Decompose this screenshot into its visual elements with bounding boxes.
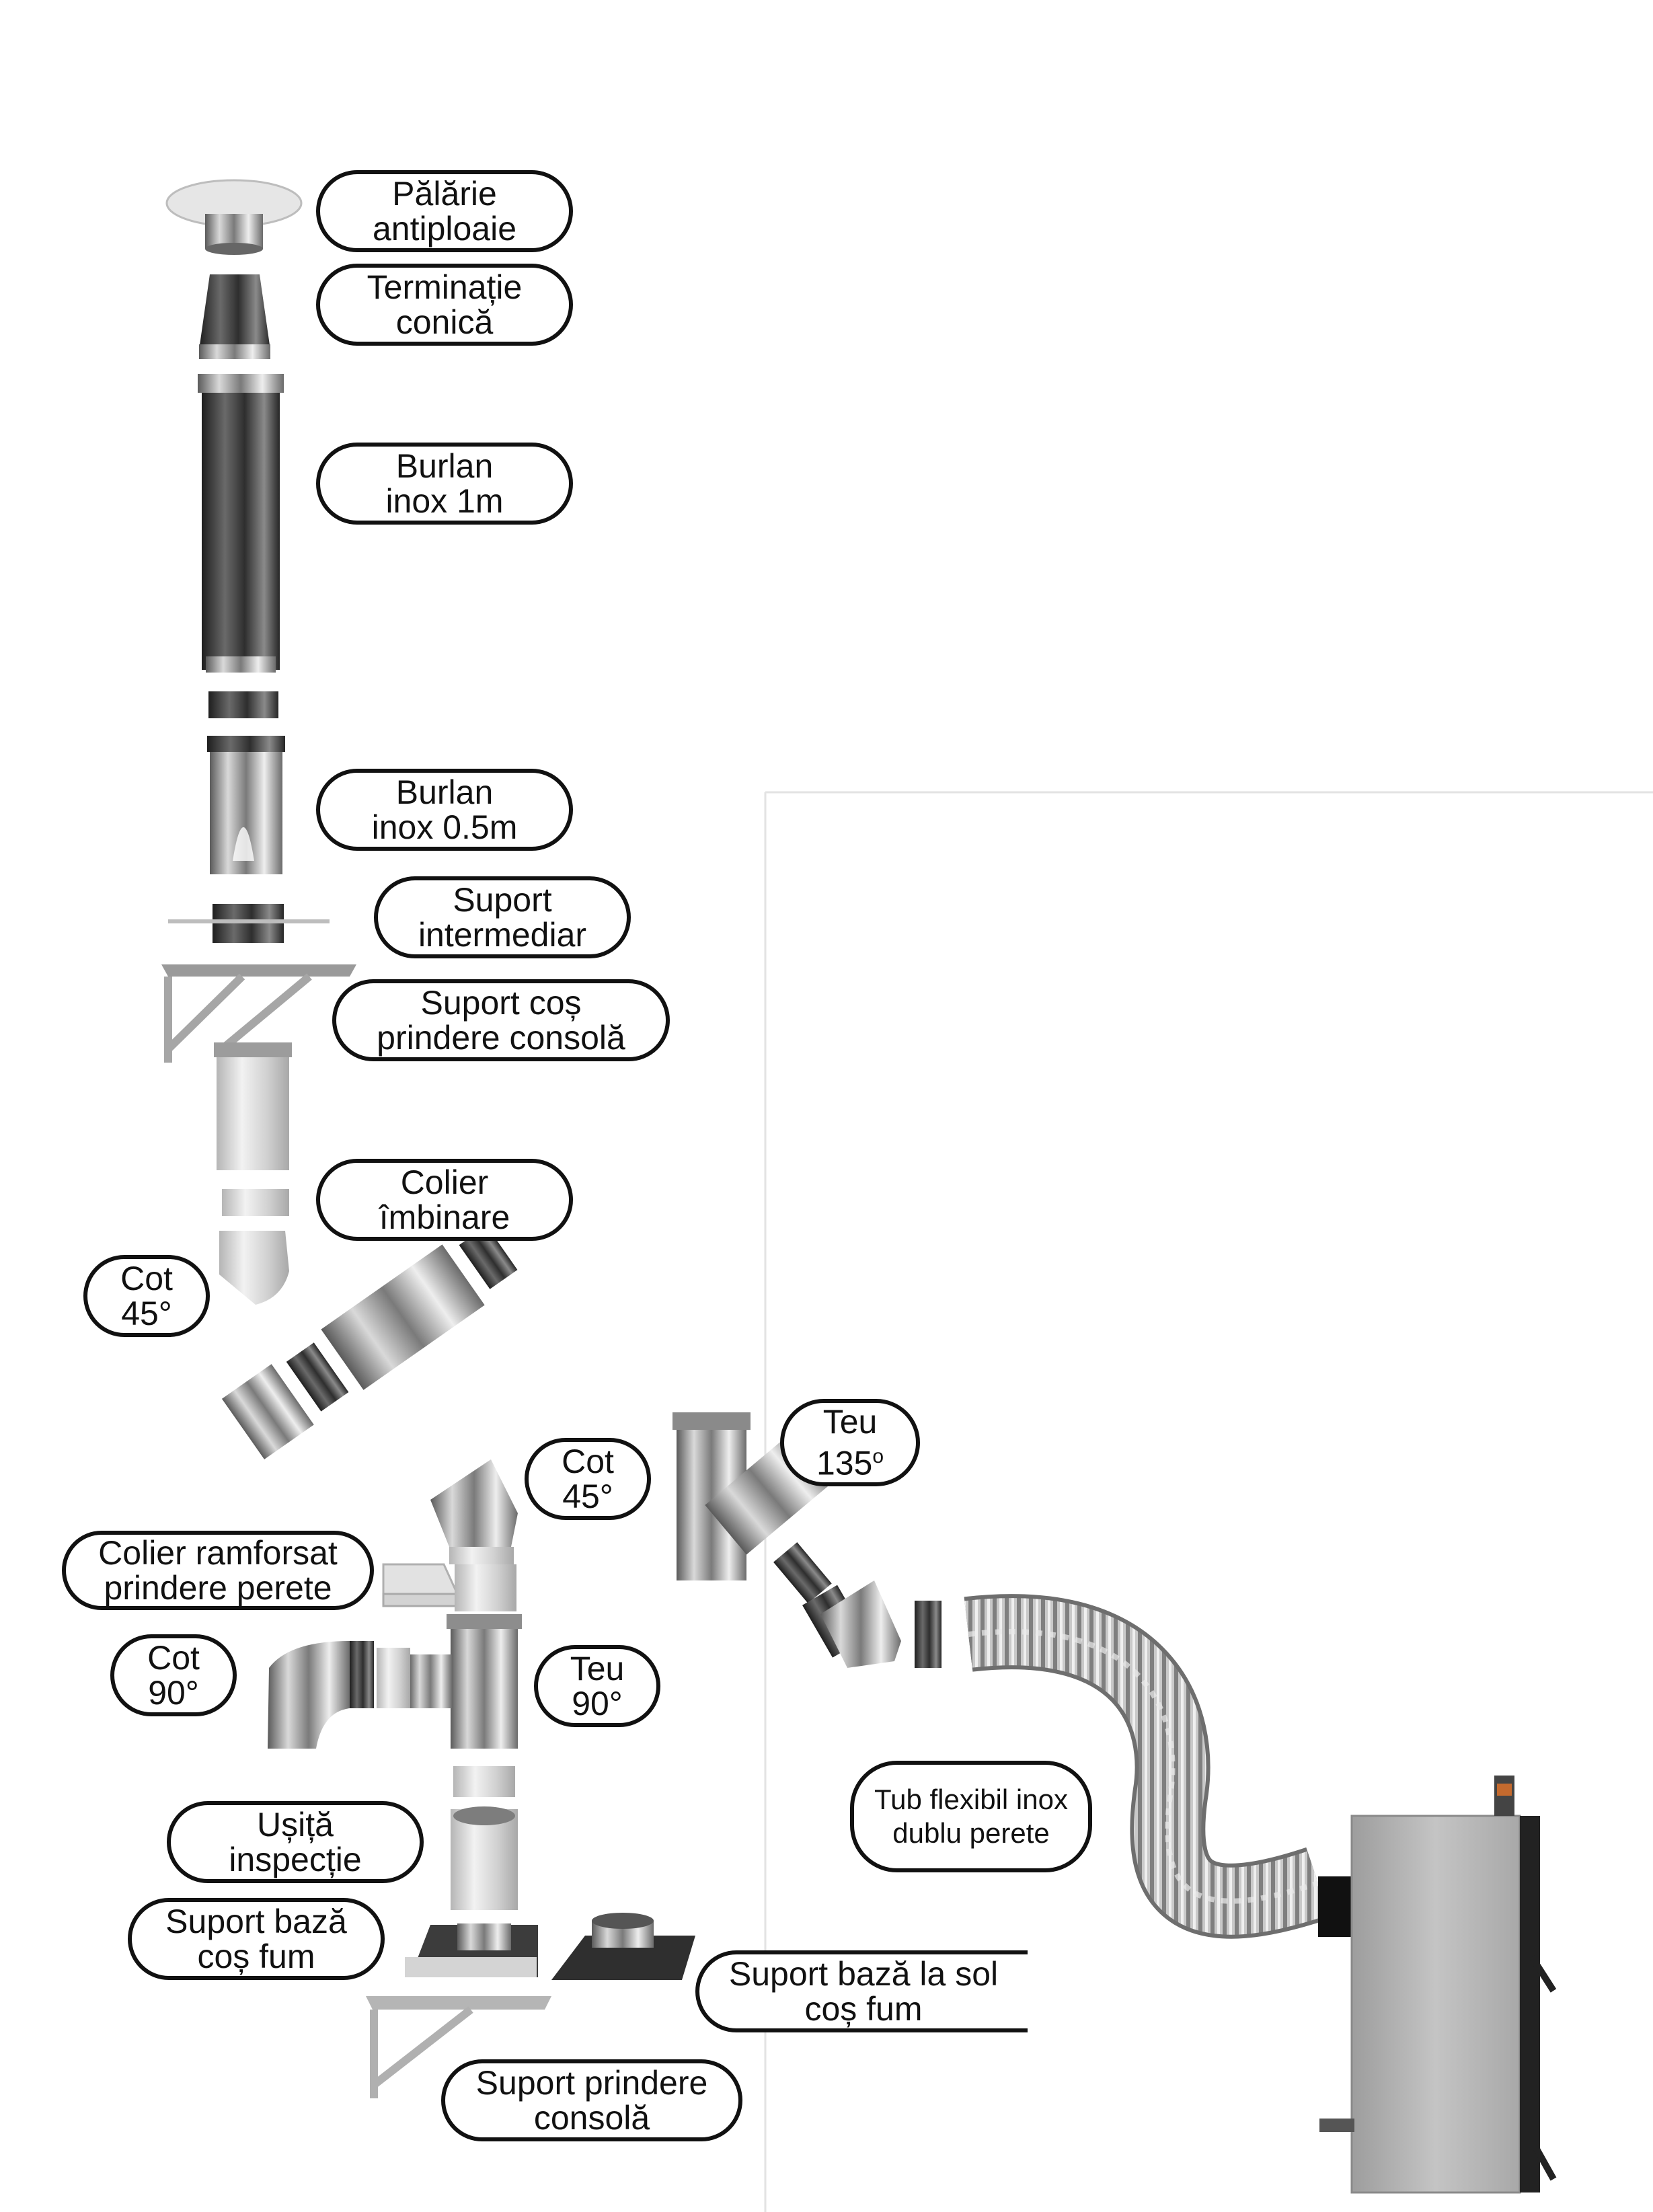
flex-adapter-icon	[915, 1601, 941, 1668]
label-rain-hat-line2: antiploaie	[372, 210, 517, 247]
label-tee-135-sup: o	[872, 1445, 884, 1468]
label-tee-135-line2: 135o	[816, 1439, 884, 1481]
conical-termination-icon	[199, 274, 270, 350]
label-reinforced-collar: Colier ramforsat prindere perete	[62, 1531, 374, 1610]
label-console-mount-support-line1: Suport prindere	[475, 2064, 708, 2102]
label-joint-collar-line2: îmbinare	[379, 1198, 510, 1236]
label-conical-termination-line1: Terminație	[367, 268, 523, 306]
label-intermediate-support-line2: intermediar	[418, 916, 587, 954]
label-conical-termination-line2: conică	[395, 303, 494, 341]
console-bracket-icon	[161, 964, 356, 977]
label-console-chimney-support-line1: Suport coș	[420, 984, 582, 1022]
label-reinforced-collar-line2: prindere perete	[104, 1569, 332, 1607]
label-ground-base-support-line1: Suport bază la sol	[728, 1955, 999, 1993]
label-tee-135-line1: Teu	[822, 1403, 878, 1441]
label-rain-hat-line1: Pălărie	[392, 175, 497, 213]
label-elbow-90-line1: Cot	[147, 1639, 200, 1677]
label-inspection-door: Ușiță inspecție	[167, 1801, 424, 1883]
label-inspection-door-line2: inspecție	[229, 1841, 362, 1878]
label-tee-135-value: 135	[816, 1444, 873, 1482]
joint-ring-icon	[208, 691, 278, 718]
label-rain-hat: Pălărie antiploaie	[316, 170, 573, 252]
label-flexible-pipe-line1: Tub flexibil inox	[874, 1784, 1068, 1815]
label-elbow-45-mid-line1: Cot	[562, 1443, 614, 1480]
label-flexible-pipe: Tub flexibil inox dublu perete	[850, 1761, 1092, 1872]
label-console-mount-support-line2: consolă	[533, 2099, 650, 2137]
elbow-90-icon	[268, 1641, 350, 1749]
inspection-pipe-icon	[451, 1809, 518, 1910]
label-console-chimney-support-line2: prindere consolă	[377, 1019, 625, 1057]
label-tee-90: Teu 90°	[534, 1645, 660, 1727]
wall-collar-icon	[382, 1563, 459, 1595]
label-pipe-1m-line1: Burlan	[395, 447, 494, 485]
label-tee-135: Teu 135o	[780, 1399, 920, 1486]
label-base-support-line2: coș fum	[197, 1938, 315, 1975]
label-pipe-05m-line1: Burlan	[395, 773, 494, 811]
pipe-1m-icon	[202, 374, 280, 670]
label-tee-90-line2: 90°	[572, 1685, 623, 1722]
label-pipe-05m-line2: inox 0.5m	[371, 808, 518, 846]
label-base-support-line1: Suport bază	[165, 1903, 347, 1940]
stove-icon	[1318, 1776, 1557, 2194]
tee-90-icon	[451, 1621, 518, 1749]
label-elbow-90: Cot 90°	[110, 1634, 237, 1716]
label-elbow-45-top: Cot 45°	[83, 1255, 210, 1337]
label-joint-collar-line1: Colier	[400, 1164, 489, 1201]
label-elbow-45-top-line2: 45°	[121, 1295, 172, 1332]
label-elbow-45-mid-line2: 45°	[562, 1478, 613, 1515]
elbow-top-icon	[219, 1231, 289, 1305]
collar-icon	[222, 1189, 289, 1216]
ground-plate-icon	[551, 1936, 695, 1980]
label-reinforced-collar-line1: Colier ramforsat	[98, 1534, 338, 1572]
label-intermediate-support: Suport intermediar	[374, 876, 631, 958]
elbow-45-lower-icon	[430, 1459, 518, 1547]
label-elbow-90-line2: 90°	[148, 1674, 199, 1712]
label-ground-base-support-line2: coș fum	[804, 1990, 923, 2028]
label-pipe-1m-line2: inox 1m	[385, 482, 504, 520]
label-ground-base-support: Suport bază la sol coș fum	[695, 1950, 1028, 2032]
label-console-mount-support: Suport prindere consolă	[441, 2059, 742, 2141]
label-inspection-door-line1: Ușiță	[257, 1806, 334, 1843]
label-tee-90-line1: Teu	[570, 1650, 625, 1687]
label-pipe-1m: Burlan inox 1m	[316, 443, 573, 525]
label-intermediate-support-line1: Suport	[453, 881, 552, 919]
label-joint-collar: Colier îmbinare	[316, 1159, 573, 1241]
angled-run-icon	[221, 1225, 518, 1459]
label-conical-termination: Terminație conică	[316, 264, 573, 346]
pipe-light-icon	[217, 1042, 289, 1170]
elbow-branch-icon	[820, 1580, 901, 1668]
label-elbow-45-mid: Cot 45°	[525, 1438, 651, 1520]
inspection-ring-icon	[453, 1766, 515, 1797]
label-elbow-45-top-line1: Cot	[120, 1260, 173, 1297]
label-pipe-05m: Burlan inox 0.5m	[316, 769, 573, 851]
label-console-chimney-support: Suport coș prindere consolă	[332, 979, 670, 1061]
label-flexible-pipe-line2: dublu perete	[892, 1817, 1050, 1849]
short-pipe-icon	[455, 1564, 516, 1611]
bottom-console-icon	[366, 1996, 551, 2010]
label-base-support: Suport bază coș fum	[128, 1898, 385, 1980]
